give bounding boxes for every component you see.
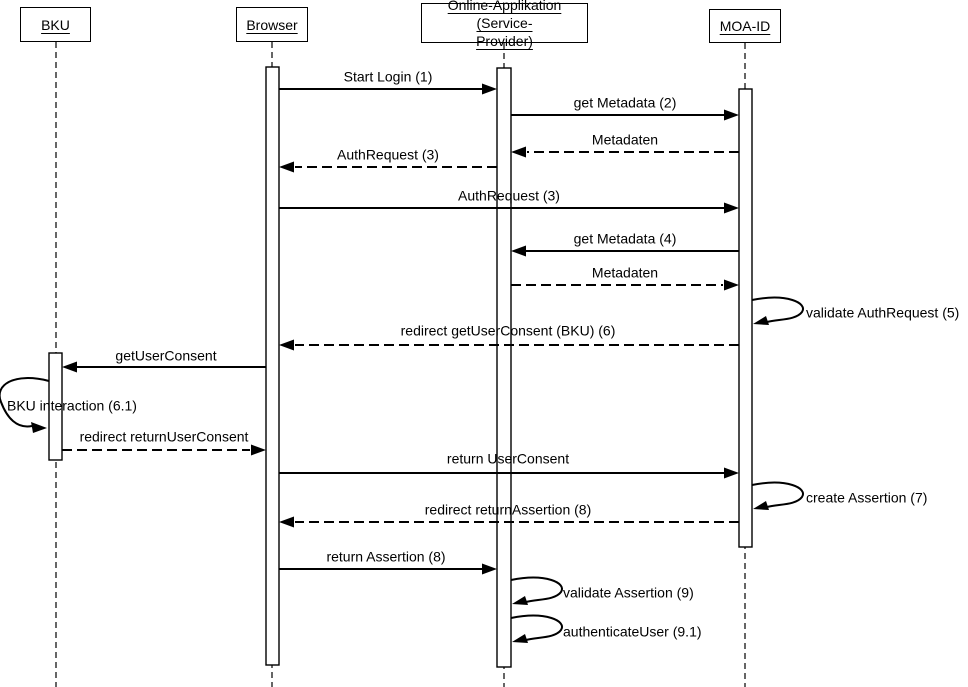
actor-box-browser: Browser: [236, 7, 308, 42]
arrowhead-left: [62, 361, 77, 373]
arrowhead-left: [511, 146, 526, 158]
actor-box-online-applikation: Online-Applikation (Service- Provider): [421, 0, 588, 49]
message-label-metadaten-1: Metadaten: [591, 131, 659, 148]
activation-bar-bku: [48, 352, 63, 461]
arrowhead-left: [279, 161, 294, 173]
message-label-redirect-returnassertion: redirect returnAssertion (8): [424, 501, 592, 518]
actor-label-bku: BKU: [41, 16, 70, 33]
self-loop-authenticateuser: [510, 614, 563, 643]
message-arrow-authrequest-forward: [279, 202, 739, 214]
message-label-redirect-getuserconsent: redirect getUserConsent (BKU) (6): [400, 322, 616, 339]
message-arrow-getuserconsent: [62, 361, 266, 373]
self-loop-validate-authrequest: [751, 296, 804, 325]
message-label-validate-authrequest: validate AuthRequest (5): [806, 304, 960, 321]
message-arrow-redirect-getuserconsent: [279, 339, 739, 351]
actor-label-online-applikation-line2: Provider): [476, 33, 533, 49]
self-loop-bku-interaction: [0, 377, 50, 433]
message-arrow-get-metadata-2: [511, 109, 739, 121]
arrowhead-right: [482, 563, 497, 575]
arrowhead-right: [482, 83, 497, 95]
message-label-get-metadata-4: get Metadata (4): [573, 230, 677, 247]
message-arrow-metadaten-return-1: [511, 146, 739, 158]
message-arrow-metadaten-return-2: [511, 279, 739, 291]
message-arrow-return-userconsent: [279, 467, 739, 479]
arrowhead-left: [511, 245, 526, 257]
message-label-metadaten-2: Metadaten: [591, 264, 659, 281]
message-label-return-userconsent: return UserConsent: [446, 450, 570, 467]
message-arrow-get-metadata-4: [511, 245, 739, 257]
arrowhead-right: [724, 279, 739, 291]
message-label-redirect-returnuserconsent: redirect returnUserConsent: [79, 428, 249, 445]
arrowhead-left: [279, 339, 294, 351]
activation-bar-online-applikation: [496, 67, 512, 668]
message-label-getuserconsent: getUserConsent: [115, 347, 217, 364]
message-label-bku-interaction: BKU interaction (6.1): [7, 397, 137, 414]
arrowhead-right: [724, 467, 739, 479]
message-arrow-return-assertion: [279, 563, 497, 575]
actor-box-bku: BKU: [20, 7, 91, 42]
message-arrow-redirect-returnuserconsent: [62, 444, 266, 456]
arrowhead-right: [724, 202, 739, 214]
actor-box-moa-id: MOA-ID: [709, 9, 781, 43]
arrowhead-loop: [512, 634, 528, 643]
message-label-authrequest-forward: AuthRequest (3): [458, 187, 560, 204]
arrowhead-loop: [753, 501, 769, 510]
arrowhead-right: [251, 444, 266, 456]
self-loop-validate-assertion: [510, 576, 563, 605]
message-label-return-assertion: return Assertion (8): [326, 548, 446, 565]
message-arrow-start-login: [279, 83, 497, 95]
message-label-start-login: Start Login (1): [343, 68, 433, 85]
activation-bar-browser: [265, 66, 280, 666]
arrowhead-left: [279, 516, 294, 528]
message-label-authrequest-return: AuthRequest (3): [337, 146, 439, 163]
self-loop-create-assertion: [751, 481, 804, 510]
arrowhead-loop: [512, 596, 528, 605]
actor-label-moa-id: MOA-ID: [719, 18, 771, 34]
activation-bar-moa-id: [738, 88, 753, 548]
actor-label-browser: Browser: [246, 16, 298, 33]
actor-label-online-applikation-line1: Online-Applikation (Service-: [447, 0, 562, 31]
arrowhead-right: [724, 109, 739, 121]
message-arrow-redirect-returnassertion: [279, 516, 739, 528]
message-label-authenticateuser: authenticateUser (9.1): [563, 623, 702, 640]
message-arrow-authrequest-return: [279, 161, 497, 173]
message-label-get-metadata-2: get Metadata (2): [573, 94, 677, 111]
arrowhead-loop: [31, 422, 47, 433]
message-label-validate-assertion: validate Assertion (9): [563, 584, 694, 601]
message-label-create-assertion: create Assertion (7): [806, 489, 928, 506]
arrowhead-loop: [753, 316, 769, 325]
